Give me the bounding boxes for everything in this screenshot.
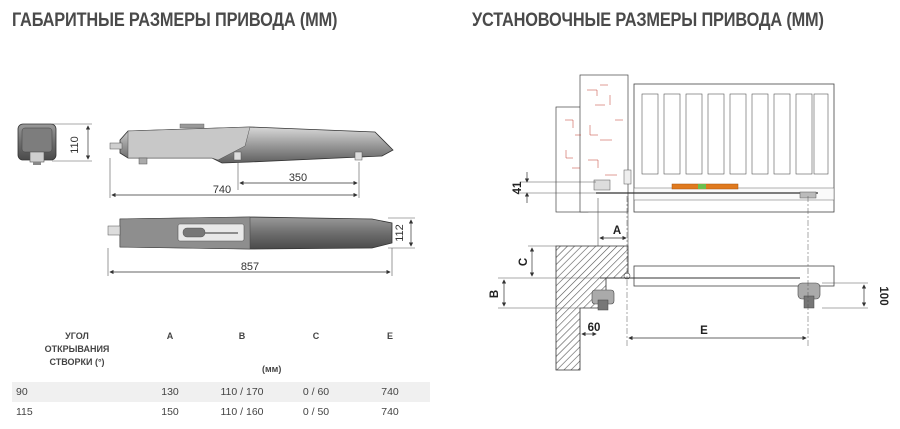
- dim-110: 110: [69, 136, 81, 154]
- operator-side-view: [109, 123, 394, 165]
- dim-C: C: [518, 258, 530, 266]
- table-header-c: C: [312, 331, 320, 341]
- table-header-b: B: [238, 331, 246, 341]
- dim-60: 60: [588, 322, 601, 334]
- table-unit: (мм): [262, 364, 282, 374]
- dimensions-heading: ГАБАРИТНЫЕ РАЗМЕРЫ ПРИВОДА (ММ): [12, 10, 338, 31]
- dim-B: B: [489, 290, 501, 298]
- table-header-e: E: [386, 331, 393, 341]
- dim-857: 857: [241, 261, 259, 273]
- dim-740: 740: [213, 184, 231, 196]
- installation-elevation: [555, 74, 835, 213]
- dim-100: 100: [877, 286, 889, 305]
- table-header-a: A: [166, 331, 174, 341]
- dim-112: 112: [394, 224, 406, 242]
- table-header-angle: УГОЛ ОТКРЫВАНИЯ СТВОРКИ (°): [44, 331, 110, 367]
- operator-top-view: [107, 216, 393, 250]
- operator-end-view: [17, 123, 57, 165]
- dim-E: E: [700, 325, 708, 337]
- dim-41: 41: [512, 181, 524, 194]
- table-row: 90 130 110 / 170 0 / 60 740: [12, 382, 430, 402]
- dim-A: A: [613, 225, 621, 237]
- installation-heading: УСТАНОВОЧНЫЕ РАЗМЕРЫ ПРИВОДА (ММ): [472, 10, 824, 31]
- dim-350: 350: [289, 172, 307, 184]
- installation-plan: [555, 196, 835, 371]
- table-row: 115 150 110 / 160 0 / 50 740: [16, 406, 399, 418]
